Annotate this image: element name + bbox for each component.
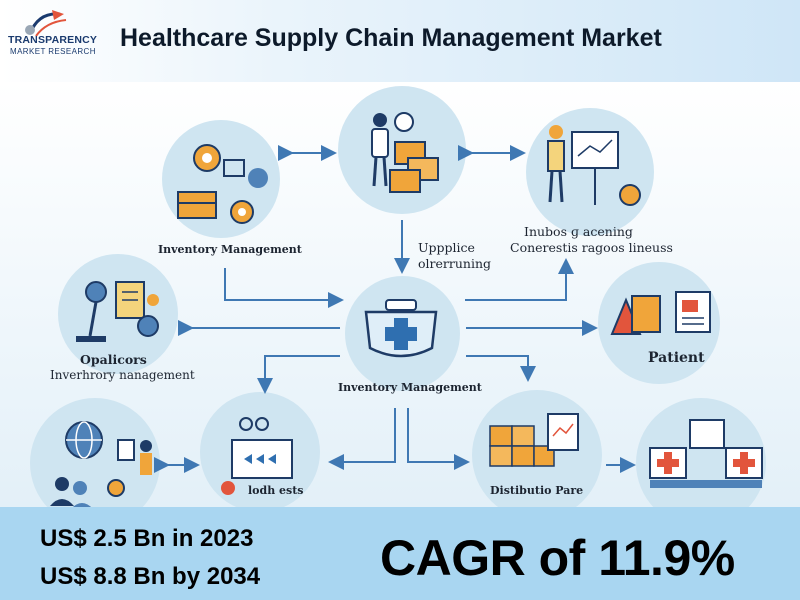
logo-text-line1: TRANSPARENCY	[8, 34, 98, 46]
market-value-2034: US$ 8.8 Bn by 2034	[40, 563, 261, 590]
label-right-top-line1: Inubos ɡ acening	[524, 224, 633, 239]
node-circle-bottom-left	[30, 398, 160, 528]
logo-swoosh-icon	[25, 10, 67, 37]
label-left-mid-line2: Inverhrory nanagement	[50, 368, 195, 382]
label-right-top-line2: Conerestis ragoos lineuss	[510, 240, 673, 255]
header-banner: TRANSPARENCY MARKET RESEARCH Healthcare …	[0, 0, 800, 82]
label-center: Inventory Management	[338, 381, 482, 394]
connector-arrows	[154, 145, 636, 473]
presenter-board-icon	[547, 125, 641, 206]
label-patient: Patient	[648, 350, 705, 366]
cagr-value: CAGR of 11.9%	[380, 530, 735, 586]
footer-stats-banner: US$ 2.5 Bn in 2023 US$ 8.8 Bn by 2034 CA…	[0, 507, 800, 600]
microscope-clipboard-icon	[76, 281, 159, 342]
worker-boxes-icon	[371, 112, 439, 193]
medical-monitors-icon	[649, 419, 763, 488]
label-left-mid-line1: Opalicors	[80, 352, 147, 367]
patient-chart-icon	[610, 291, 711, 335]
logo-text-line2: MARKET RESEARCH	[10, 47, 96, 56]
medical-kit-icon	[364, 299, 438, 358]
label-supply-line2: olrerruning	[418, 256, 491, 271]
market-value-2023: US$ 2.5 Bn in 2023	[40, 525, 254, 552]
company-logo: TRANSPARENCY MARKET RESEARCH	[8, 8, 118, 72]
gears-box-icon	[177, 144, 268, 224]
dashboard-screen-icon	[221, 417, 293, 495]
label-inventory-top-left: Inventory Management	[158, 243, 302, 256]
distribution-boxes-icon	[489, 413, 579, 467]
label-bottom-mid-left: lodh ests	[248, 484, 304, 497]
label-supply-line1: Uppplice	[418, 240, 475, 255]
globe-people-icon	[50, 421, 152, 510]
label-distribution: Distibutio Pare	[490, 484, 584, 497]
page-title: Healthcare Supply Chain Management Marke…	[120, 24, 662, 52]
